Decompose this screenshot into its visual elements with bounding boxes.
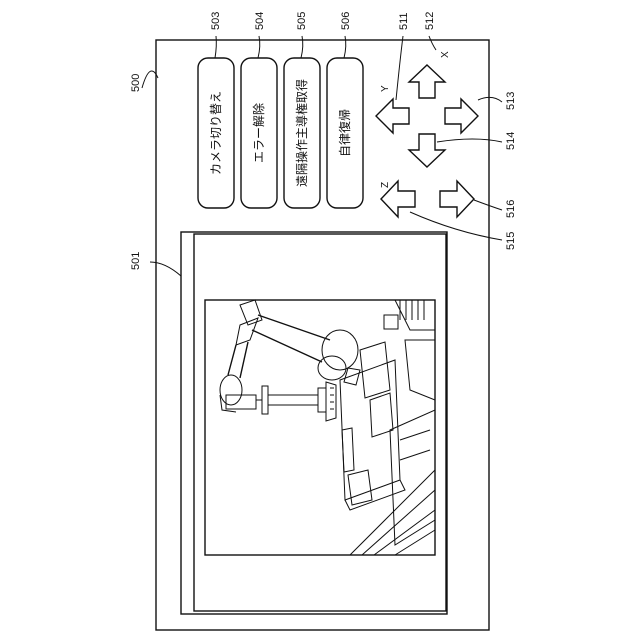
x-minus-arrow[interactable]	[409, 134, 445, 167]
ref-501: 501	[130, 252, 142, 270]
remote-authority-label: 遠隔操作主導権取得	[294, 79, 309, 187]
leader-512	[429, 36, 436, 50]
axis-x-label: X	[440, 51, 451, 58]
ref-514: 514	[505, 132, 517, 150]
ref-515: 515	[505, 232, 517, 250]
camera-switch-label: カメラ切り替え	[209, 91, 223, 175]
x-plus-arrow[interactable]	[409, 65, 445, 98]
leader-515	[410, 212, 502, 240]
leader-501	[150, 262, 181, 276]
ref-500: 500	[130, 74, 142, 92]
error-clear-button[interactable]: エラー解除	[241, 58, 277, 208]
camera-switch-button[interactable]: カメラ切り替え	[198, 58, 234, 208]
axis-z-label: Z	[380, 182, 391, 188]
error-clear-label: エラー解除	[251, 103, 266, 163]
camera-image	[205, 300, 435, 555]
ref-505: 505	[296, 12, 308, 30]
auto-return-label: 自律復帰	[337, 109, 352, 157]
ref-506: 506	[340, 12, 352, 30]
y-minus-arrow[interactable]	[376, 99, 409, 133]
camera-view-frame	[181, 232, 447, 614]
leader-516	[474, 200, 502, 210]
leader-514	[437, 139, 502, 142]
auto-return-button[interactable]: 自律復帰	[327, 58, 363, 208]
ref-512: 512	[424, 12, 436, 30]
axis-y-label: Y	[380, 85, 391, 92]
ref-504: 504	[254, 12, 266, 30]
ref-503: 503	[210, 12, 222, 30]
z-plus-arrow[interactable]	[440, 181, 474, 217]
leader-511	[396, 36, 403, 100]
remote-authority-button[interactable]: 遠隔操作主導権取得	[284, 58, 320, 208]
ref-516: 516	[505, 200, 517, 218]
ref-513: 513	[505, 92, 517, 110]
leader-513	[478, 97, 502, 102]
ref-511: 511	[398, 12, 410, 30]
y-plus-arrow[interactable]	[445, 99, 478, 133]
